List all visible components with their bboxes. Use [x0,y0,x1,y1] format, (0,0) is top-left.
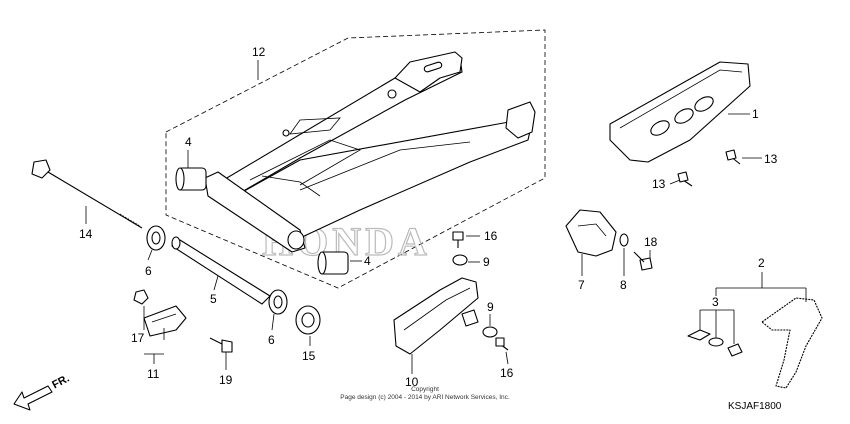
chain-guide-slider[interactable] [565,209,617,257]
nut-small[interactable] [133,289,149,305]
front-direction-arrow-icon [13,385,53,411]
callout-4-upper: 4 [185,135,192,149]
chain-master-link[interactable] [687,329,743,357]
copyright-line-2: Page design (c) 2004 - 2014 by ARI Netwo… [340,394,510,401]
copyright-line-1: Copyright [411,386,439,393]
callout-17: 17 [131,331,145,345]
callout-5: 5 [210,292,217,306]
callout-10: 10 [405,375,419,389]
drive-chain[interactable] [761,297,823,389]
pivot-bolt[interactable] [31,159,143,229]
callout-9-lower: 9 [487,300,494,314]
flange-bolt-18[interactable] [633,251,653,271]
needle-bearing[interactable] [295,305,321,335]
chain-slider[interactable] [393,277,479,355]
dust-seal-right[interactable] [268,289,288,315]
swingarm[interactable] [204,51,536,253]
drive-chain-case[interactable] [609,61,751,163]
callout-19: 19 [219,373,233,387]
callout-16-upper: 16 [484,229,498,243]
copyright-notice: Copyright Page design (c) 2004 - 2014 by… [330,386,520,402]
callout-14: 14 [79,227,93,241]
flange-bolt-19[interactable] [209,337,233,353]
callout-8: 8 [620,278,627,292]
dust-seal-left[interactable] [146,225,166,251]
bolt-16-upper[interactable] [452,231,464,248]
pivot-collar-tube[interactable] [171,236,271,305]
callout-13-upper: 13 [764,152,778,166]
callout-6-left: 6 [145,264,152,278]
callout-labels: 12 4 4 14 6 5 6 15 17 11 19 1 13 13 16 9… [79,45,778,389]
callout-3: 3 [712,295,719,309]
callout-15: 15 [302,349,316,363]
callout-16-lower: 16 [500,366,514,380]
pivot-collar-lower[interactable] [317,251,349,275]
diagram-code: KSJAF1800 [728,401,782,412]
leader-lines [85,60,807,374]
callout-11: 11 [147,367,160,381]
callout-4-lower: 4 [364,254,371,268]
flange-bolt-13-lower[interactable] [677,171,693,187]
callout-9-upper: 9 [483,255,490,269]
swingarm-group-outline [165,29,546,289]
callout-1: 1 [752,107,759,121]
callout-13-lower: 13 [652,177,666,191]
pivot-collar-upper[interactable] [175,167,207,191]
callout-18: 18 [644,235,658,249]
flange-bolt-13-upper[interactable] [725,149,741,165]
collar-9-upper[interactable] [452,254,468,266]
collar-9-lower[interactable] [482,326,498,338]
collar-8[interactable] [619,233,629,247]
bolt-16-lower[interactable] [495,337,509,351]
callout-2: 2 [758,256,765,270]
callout-6-right: 6 [268,333,275,347]
callout-12: 12 [252,45,266,59]
chain-slider-plate[interactable] [143,305,187,337]
callout-7: 7 [578,278,585,292]
